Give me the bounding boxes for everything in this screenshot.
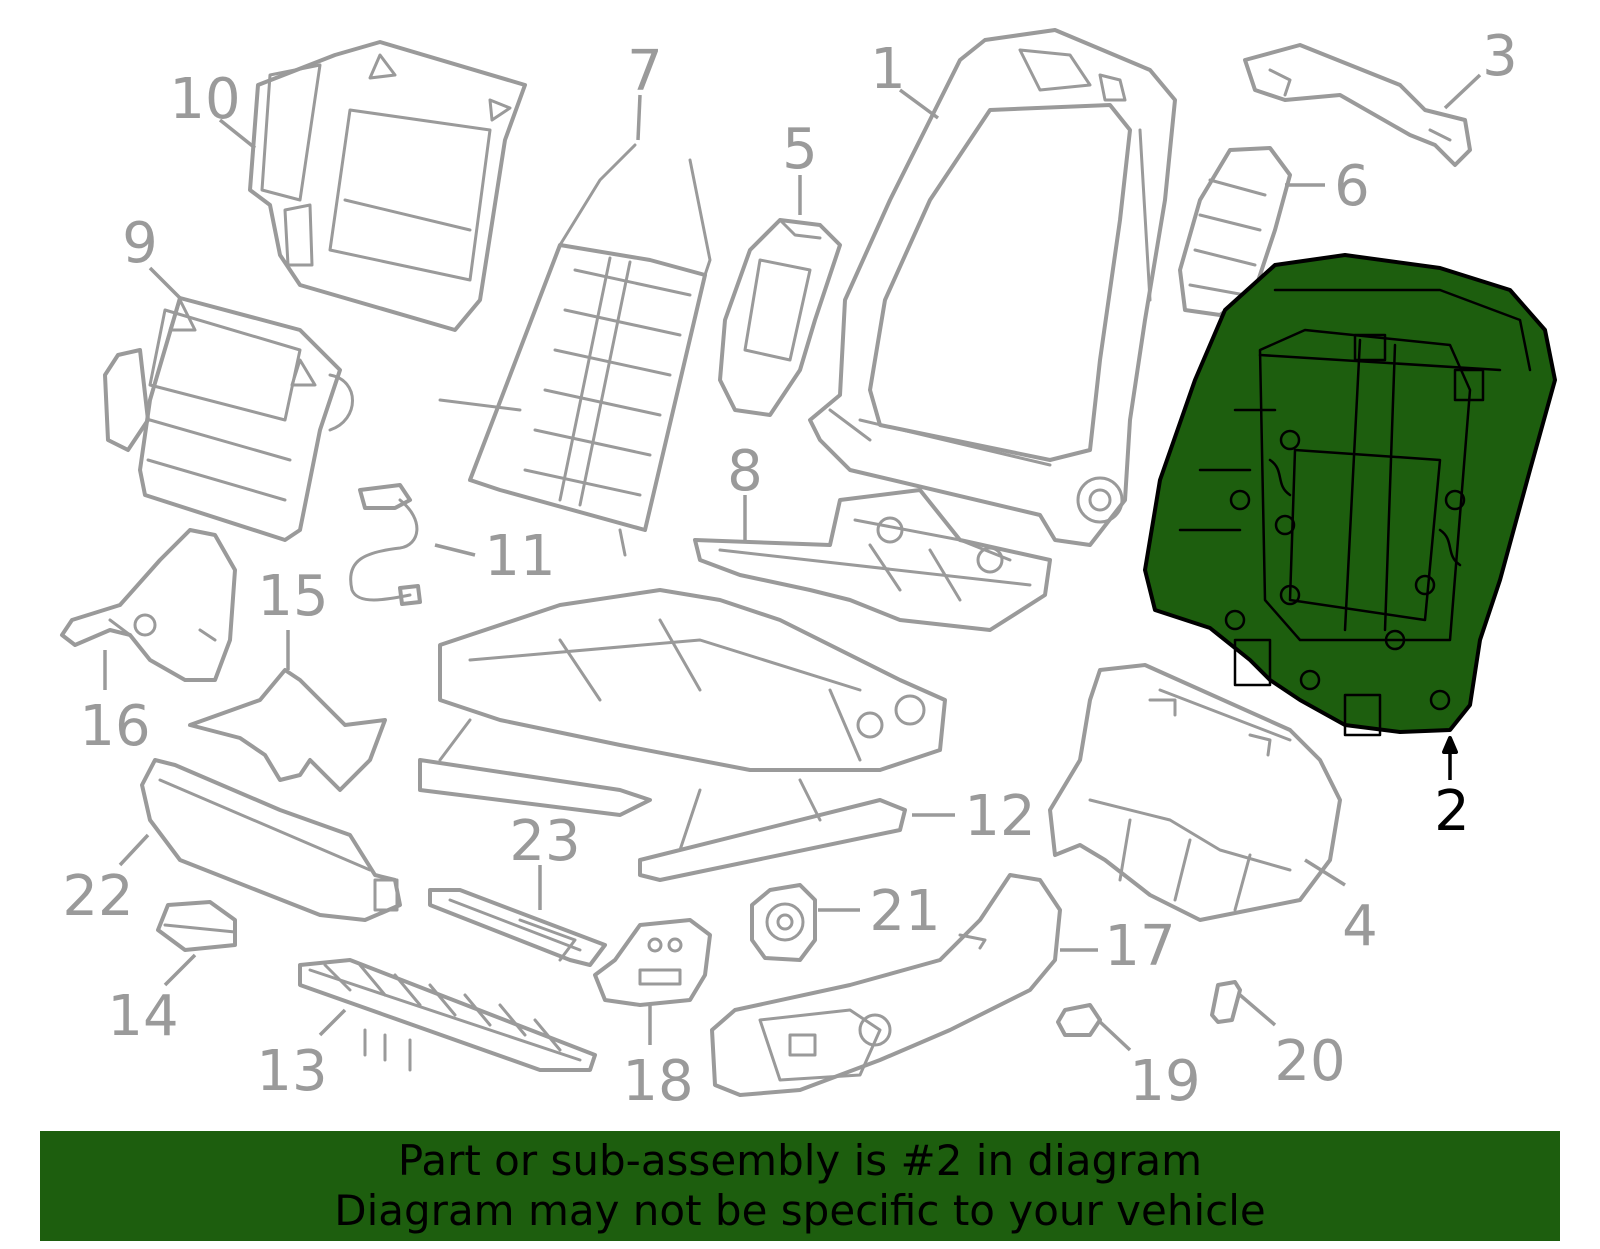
- part-8-cushion-pan[interactable]: [693, 488, 1052, 632]
- callout-8[interactable]: 8: [727, 439, 763, 504]
- callout-4[interactable]: 4: [1342, 894, 1378, 959]
- part-19-clip[interactable]: [1056, 1003, 1102, 1037]
- part-15-trim-piece[interactable]: [188, 668, 387, 792]
- part-18-control-module[interactable]: [593, 918, 712, 1007]
- callout-11[interactable]: 11: [484, 524, 555, 589]
- part-16-side-shield[interactable]: [60, 528, 237, 682]
- callout-10[interactable]: 10: [169, 67, 240, 132]
- callout-1[interactable]: 1: [870, 37, 906, 102]
- part-2-back-cushion-highlighted[interactable]: [1143, 253, 1557, 737]
- callout-7[interactable]: 7: [627, 39, 663, 104]
- callout-5[interactable]: 5: [782, 117, 818, 182]
- part-21-actuator[interactable]: [750, 883, 817, 962]
- part-1-back-frame[interactable]: [808, 28, 1177, 547]
- callout-3[interactable]: 3: [1482, 24, 1518, 89]
- callout-23[interactable]: 23: [509, 809, 580, 874]
- part-12-adjuster-track[interactable]: [418, 588, 947, 882]
- part-9-lumbar-panel[interactable]: [103, 296, 354, 542]
- callout-9[interactable]: 9: [122, 211, 158, 276]
- part-5-side-pad[interactable]: [718, 218, 842, 417]
- info-banner: Part or sub-assembly is #2 in diagram Di…: [40, 1131, 1560, 1241]
- part-14-knob[interactable]: [156, 900, 237, 952]
- part-22-side-cover[interactable]: [140, 758, 402, 922]
- callout-6[interactable]: 6: [1334, 154, 1370, 219]
- part-20-clip[interactable]: [1210, 980, 1242, 1024]
- part-10-back-panel[interactable]: [248, 40, 527, 332]
- callout-leaders: [103, 73, 1482, 1052]
- part-11-wire-harness[interactable]: [349, 483, 422, 606]
- callout-15[interactable]: 15: [257, 564, 328, 629]
- callout-17[interactable]: 17: [1104, 914, 1175, 979]
- callout-14[interactable]: 14: [107, 984, 178, 1049]
- callout-22[interactable]: 22: [62, 864, 133, 929]
- part-7-spring-mat[interactable]: [438, 143, 712, 557]
- callout-13[interactable]: 13: [256, 1039, 327, 1104]
- callout-20[interactable]: 20: [1274, 1029, 1345, 1094]
- callout-16[interactable]: 16: [79, 694, 150, 759]
- part-17-side-trim[interactable]: [710, 873, 1062, 1097]
- part-3-bracket[interactable]: [1243, 43, 1472, 167]
- callout-21[interactable]: 21: [869, 879, 940, 944]
- banner-line-part: Part or sub-assembly is #2 in diagram: [397, 1136, 1203, 1185]
- callout-18[interactable]: 18: [622, 1049, 693, 1114]
- callout-2[interactable]: 2: [1434, 779, 1470, 844]
- callout-labels: 1 2 3 4 5 6 7 8 9 10 11 12 13 14 15 16 1…: [62, 24, 1517, 1114]
- callout-19[interactable]: 19: [1129, 1049, 1200, 1114]
- part-13-heater-mat[interactable]: [298, 958, 597, 1072]
- part-4-back-shell[interactable]: [1048, 663, 1342, 922]
- callout-12[interactable]: 12: [964, 784, 1035, 849]
- banner-line-disclaimer: Diagram may not be specific to your vehi…: [334, 1186, 1266, 1235]
- part-23-switch-panel[interactable]: [428, 888, 607, 967]
